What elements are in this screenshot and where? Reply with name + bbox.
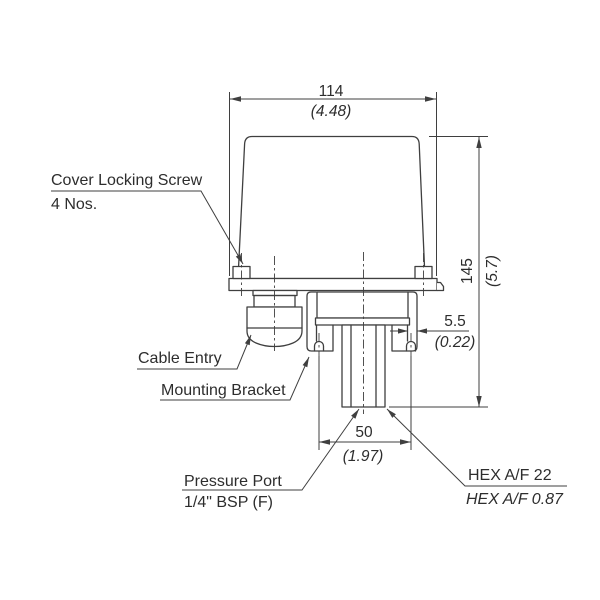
drawing-text: 114 (4.48) 145 (5.7) 5.5 (0.22) 50 (1.97…	[51, 83, 564, 511]
flange	[228, 277, 438, 292]
flange-right-tab	[437, 281, 445, 292]
switch-body	[316, 291, 409, 319]
leader-cover-screw	[51, 190, 244, 265]
cable-gland-neck	[252, 289, 298, 297]
arrow-leader-cable-entry	[244, 335, 251, 346]
arrow-spacing-right	[400, 439, 411, 445]
label-cover-locking-screw-qty: 4 Nos.	[51, 196, 97, 213]
dim-height-inch: (5.7)	[484, 255, 501, 287]
arrow-width-right	[425, 96, 436, 102]
mounting-bracket-left	[306, 291, 334, 352]
switch-body-base-band	[314, 317, 411, 326]
dim-width-mm: 114	[319, 83, 344, 100]
label-cover-locking-screw: Cover Locking Screw	[51, 172, 203, 189]
arrow-height-bottom	[476, 396, 482, 407]
arrow-width-left	[230, 96, 241, 102]
leader-mounting-bracket	[160, 356, 310, 401]
cover	[237, 135, 426, 280]
dim-spacing-inch: (1.97)	[343, 448, 384, 465]
mounting-bracket-right	[391, 291, 418, 352]
label-cable-entry: Cable Entry	[138, 350, 222, 367]
arrow-leader-hex	[387, 409, 396, 418]
arrow-thickness-right	[417, 328, 427, 334]
dim-width-inch: (4.48)	[311, 103, 352, 120]
arrow-leader-mounting-bracket	[302, 357, 309, 368]
label-pressure-port: Pressure Port	[184, 473, 282, 490]
leader-pressure-port	[182, 408, 360, 491]
arrow-spacing-left	[319, 439, 330, 445]
arrow-leader-pressure-port	[351, 409, 359, 419]
arrow-thickness-left	[398, 328, 408, 334]
dim-height-mm: 145	[459, 258, 476, 284]
dim-spacing-mm: 50	[355, 424, 373, 441]
label-hex-inch: HEX A/F 0.87	[466, 491, 564, 508]
arrow-leader-cover-screw	[235, 254, 243, 264]
label-hex-mm: HEX A/F 22	[468, 467, 552, 484]
dimension-lines	[51, 92, 567, 491]
arrowheads	[230, 96, 482, 445]
label-mounting-bracket: Mounting Bracket	[161, 382, 286, 399]
leader-hex	[386, 408, 567, 487]
dim-thickness-inch: (0.22)	[435, 334, 476, 351]
leader-cable-entry	[137, 334, 252, 370]
label-pressure-port-size: 1/4" BSP (F)	[184, 494, 273, 511]
dim-thickness-mm: 5.5	[444, 313, 466, 330]
arrow-height-top	[476, 137, 482, 148]
